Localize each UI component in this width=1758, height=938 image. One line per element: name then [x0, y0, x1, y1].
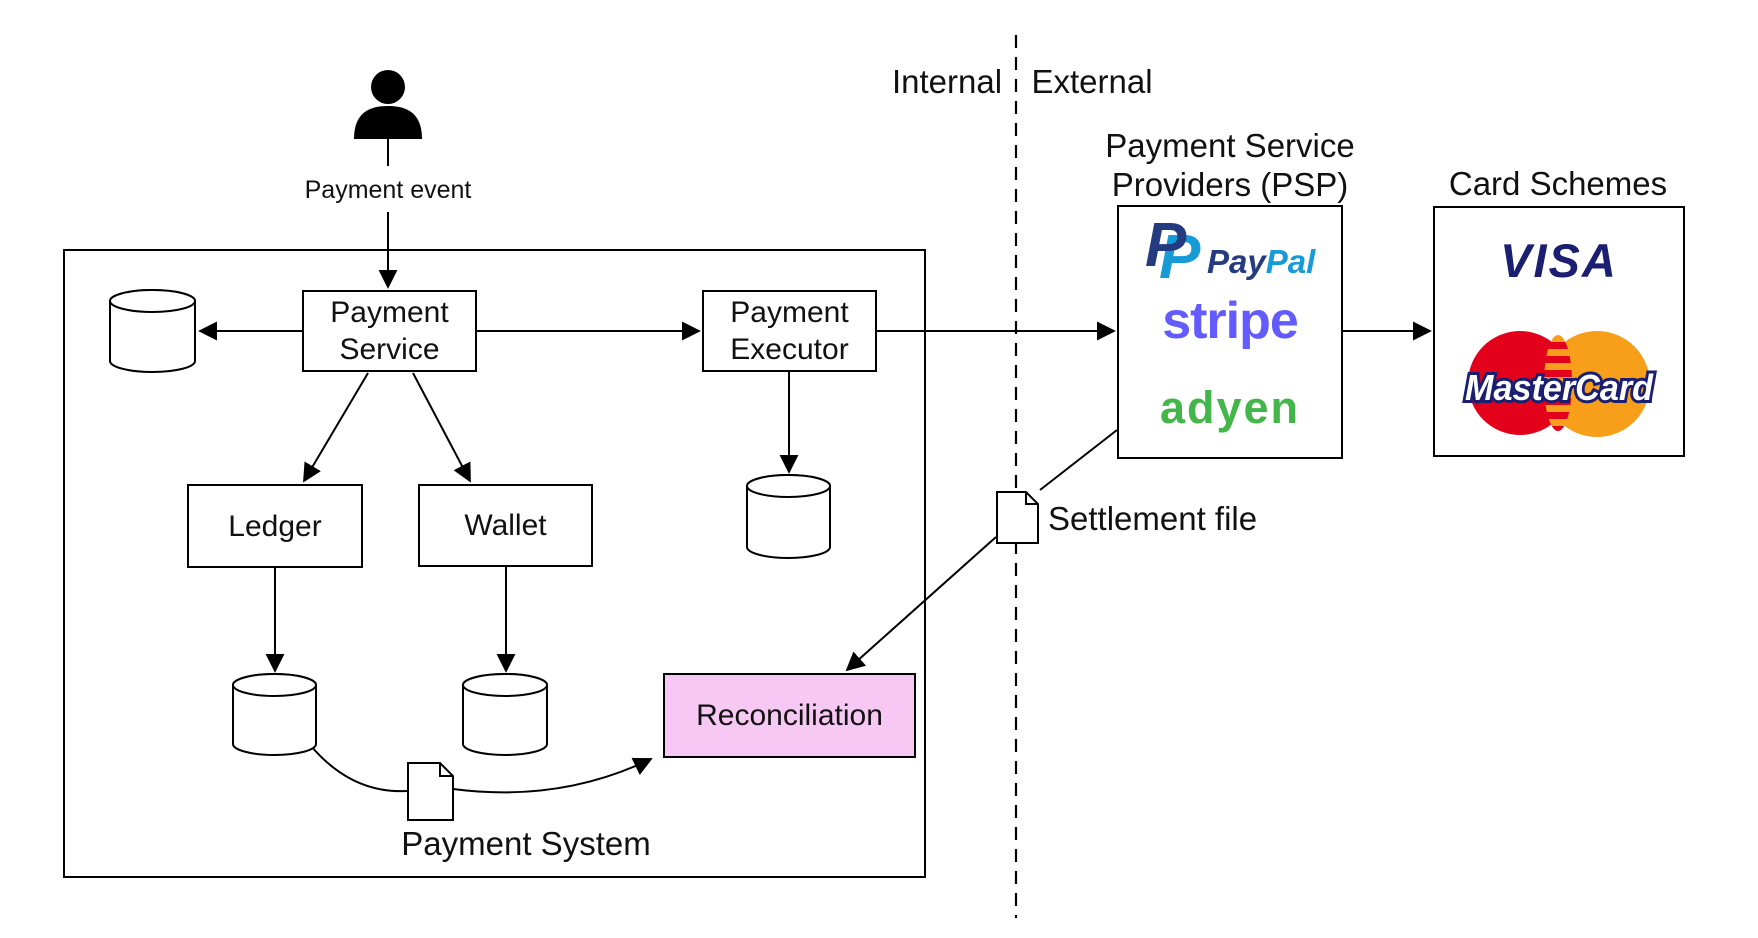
arrows — [198, 139, 1432, 794]
paypal-word-pay: Pay — [1207, 243, 1266, 280]
database-icon — [109, 289, 196, 373]
arrow-service-to-ledger — [303, 372, 369, 483]
card-schemes-title: Card Schemes — [1448, 165, 1668, 202]
psp-title-line2: Providers (PSP) — [1111, 166, 1349, 203]
psp-title: Payment Service Providers (PSP) — [1105, 126, 1354, 204]
internal-label: Internal — [891, 63, 1003, 100]
arrow-file-to-reconciliation — [452, 757, 653, 794]
paypal-word-pal: Pal — [1265, 243, 1316, 280]
payment-service-label-line1: Payment — [330, 296, 449, 329]
arrow-service-to-wallet — [412, 372, 471, 483]
mastercard-logo: MasterCard — [1462, 364, 1657, 411]
payment-executor-label-line2: Executor — [730, 333, 849, 366]
line-psp-to-settlement-file — [1039, 429, 1118, 491]
file-icon — [996, 491, 1039, 544]
database-icon — [746, 474, 831, 559]
person-icon — [354, 70, 422, 139]
curve-ledgerdb-to-file — [310, 745, 408, 793]
payment-system-label: Payment System — [401, 825, 651, 862]
paypal-monogram-back: P — [1159, 223, 1201, 292]
psp-box: P P PayPal stripe adyen — [1117, 205, 1343, 459]
paypal-monogram-front: P — [1145, 211, 1187, 280]
paypal-monogram-icon: P P — [1145, 215, 1215, 303]
ledger-node: Ledger — [187, 484, 363, 568]
settlement-file-label: Settlement file — [1048, 500, 1258, 537]
payment-service-label-line2: Service — [339, 333, 440, 366]
database-icon — [232, 673, 317, 756]
payment-event-label: Payment event — [304, 176, 472, 204]
wallet-node: Wallet — [418, 484, 593, 567]
mastercard-wordmark: MasterCard — [1465, 367, 1654, 408]
file-icon — [407, 762, 454, 821]
reconciliation-node: Reconciliation — [663, 673, 916, 758]
visa-logo: VISA — [1500, 234, 1618, 287]
card-schemes-box: VISA MasterCard — [1433, 206, 1685, 457]
stripe-logo: stripe — [1162, 292, 1299, 350]
adyen-logo: adyen — [1159, 382, 1301, 433]
payment-service-node: Payment Service — [302, 290, 477, 372]
paypal-logo: PayPal — [1207, 243, 1315, 280]
databases — [109, 289, 831, 756]
files — [407, 491, 1039, 821]
payment-executor-label-line1: Payment — [730, 296, 849, 329]
psp-title-line1: Payment Service — [1105, 127, 1355, 164]
external-label: External — [1031, 63, 1153, 100]
arrow-settlement-to-reconciliation — [845, 536, 997, 672]
database-icon — [462, 673, 548, 756]
mastercard-stripes — [1544, 335, 1572, 431]
payment-executor-node: Payment Executor — [702, 290, 877, 372]
